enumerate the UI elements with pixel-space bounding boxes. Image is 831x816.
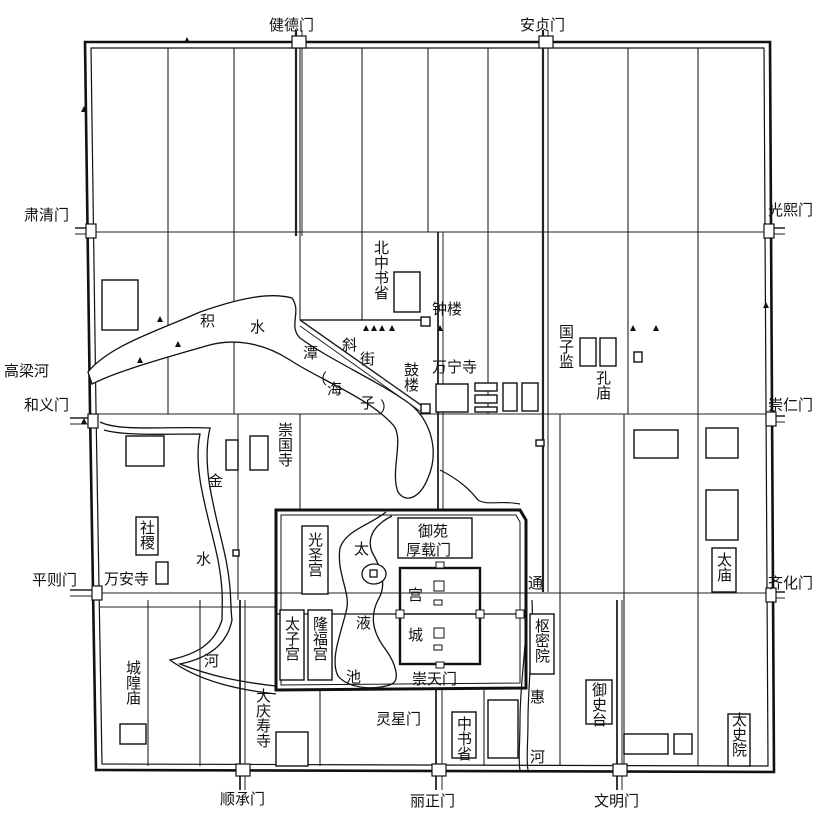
wanning-temple-label: 万宁寺 (432, 358, 477, 376)
palace-small-halls (395, 561, 525, 669)
taishi-yuan-label: 太史院 (730, 712, 748, 758)
qihua-gate-label: 齐化门 (768, 574, 813, 592)
wenming-gate-label: 文明门 (594, 792, 639, 810)
wanan-temple-label: 万安寺 (104, 570, 149, 588)
palace-char-gong: 宫 (408, 586, 423, 604)
bell-tower-marker (420, 316, 431, 327)
taimiao-label: 太庙 (715, 552, 733, 582)
gate-markers (85, 35, 777, 777)
jishui-tan-char-3: 潭 (303, 344, 318, 362)
chenghuang-temple-label: 城隍庙 (124, 660, 142, 705)
jishui-tan-char-1: 积 (200, 312, 215, 330)
building-footprints (101, 271, 739, 767)
palace-char-cheng: 城 (408, 626, 423, 644)
yushi-tai-label: 御史台 (590, 682, 608, 727)
jishui-tan-lake (87, 295, 434, 499)
lizheng-gate-label: 丽正门 (410, 792, 455, 810)
jishui-tan-char-2: 水 (250, 318, 265, 336)
drum-tower-marker (420, 403, 431, 414)
bell-tower-label: 钟楼 (432, 300, 462, 318)
taizi-palace-label: 太子宫 (283, 616, 301, 661)
houzai-gate-label: 厚载门 (406, 541, 451, 559)
shuncheng-gate-label: 顺承门 (220, 790, 265, 808)
guangsheng-palace-label: 光圣宫 (306, 532, 324, 577)
tonghui-river-char-3: 河 (530, 748, 545, 766)
jinshui-river-char-1: 金 (208, 472, 223, 490)
jishui-tan-char-6: 子 (360, 394, 375, 412)
daqingshou-temple-label: 大庆寿寺 (254, 688, 272, 748)
tonghui-river-char-2: 惠 (530, 688, 545, 706)
jishui-tan-char-7: ） (380, 398, 395, 416)
chongguo-temple-label: 崇国寺 (276, 422, 294, 467)
suqing-gate-label: 肃清门 (24, 206, 69, 224)
guozijian-label: 国子监 (557, 324, 575, 369)
north-zhongshu-label: 北中书省 (372, 240, 390, 300)
drum-tower-label: 鼓楼 (402, 362, 420, 392)
shumi-yuan-label: 枢密院 (533, 618, 551, 664)
tonghui-river-char-1: 通 (528, 574, 543, 592)
sheji-label: 社稷 (138, 520, 156, 550)
xie-street-char-1: 斜 (342, 336, 357, 354)
jishui-tan-char-4: （ (312, 370, 327, 388)
guangxi-gate-label: 光熙门 (768, 201, 813, 219)
taiye-pond-char-2: 液 (356, 614, 371, 632)
gaoliang-river-label: 高梁河 (4, 362, 49, 380)
hill-markers (81, 37, 769, 424)
anzhen-gate-label: 安贞门 (520, 16, 565, 34)
zhongshu-province-label: 中书省 (455, 716, 473, 761)
label-frames (135, 516, 751, 767)
taiye-pond-char-3: 池 (346, 668, 361, 686)
chongtian-gate-label: 崇天门 (412, 670, 457, 688)
jinshui-river (99, 421, 277, 695)
yuyuan-label: 御苑 (418, 522, 448, 540)
pingze-gate-label: 平则门 (32, 571, 77, 589)
jinshui-river-char-2: 水 (196, 550, 211, 568)
taiye-pond (334, 511, 397, 689)
heyi-gate-label: 和义门 (24, 396, 69, 414)
taiye-pond-char-1: 太 (354, 540, 369, 558)
jishui-tan-char-5: 海 (327, 380, 342, 398)
chongren-gate-label: 崇仁门 (768, 396, 813, 414)
longfu-palace-label: 隆福宫 (311, 616, 329, 661)
jinshui-river-char-3: 河 (204, 652, 219, 670)
xie-street-char-2: 街 (360, 350, 375, 368)
confucius-temple-label: 孔庙 (594, 370, 612, 400)
lingxing-gate-label: 灵星门 (376, 710, 421, 728)
jiande-gate-label: 健德门 (269, 16, 314, 34)
tower-markers (420, 316, 431, 414)
